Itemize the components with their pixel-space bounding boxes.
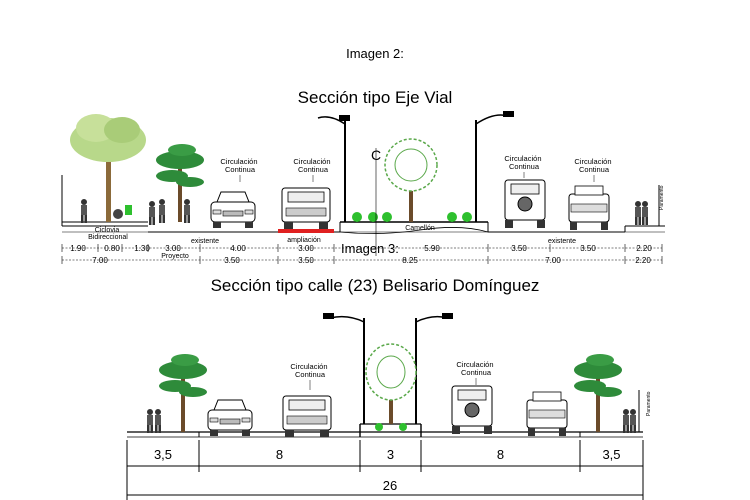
lamp-post-right xyxy=(475,111,514,222)
ampliacion-strip xyxy=(278,229,334,233)
lamp-post-left xyxy=(323,313,365,424)
proyecto-label: Proyecto xyxy=(161,253,189,260)
person-icon xyxy=(630,409,636,433)
dimension-label: 8 xyxy=(497,447,504,462)
section-2-drawing: Paramento Circulación Continua C xyxy=(126,313,652,500)
dimension-label: 8.25 xyxy=(402,256,418,265)
dimension-label: 8 xyxy=(276,447,283,462)
cyclist-icon xyxy=(113,209,123,219)
section-1-title: Sección tipo Eje Vial xyxy=(297,88,453,107)
lane-label: Circulación Continua xyxy=(574,157,613,174)
total-width-label: 26 xyxy=(383,478,397,493)
image-3-label: Imagen 3: xyxy=(341,241,399,256)
person-icon xyxy=(149,201,155,225)
dimension-label: 1.90 xyxy=(70,244,86,253)
dimension-label: 5.90 xyxy=(424,244,440,253)
tree-light-left xyxy=(70,114,146,222)
tree-umbrella-right xyxy=(574,354,622,432)
dimension-row-top: 1.90 0.80 1.30 3.00 4.00 3.00 5.90 3.50 3.50 2.20 xyxy=(61,244,663,253)
person-icon xyxy=(623,409,629,433)
dimension-label: 7.00 xyxy=(92,256,108,265)
ciclovia-label: Ciclovia Bidireccional xyxy=(88,227,128,241)
lamp-post-right xyxy=(415,313,453,424)
dimension-label: 1.30 xyxy=(134,244,150,253)
median-tree xyxy=(365,343,417,431)
median-shrubs xyxy=(352,212,472,222)
existente-right-label: existente xyxy=(548,238,576,245)
ampliacion-label: ampliación xyxy=(287,237,321,244)
pickup-icon xyxy=(568,185,610,231)
paramento-label: Paramento xyxy=(646,391,652,416)
section-1-drawing: C Paramento Circulación Continua Circula… xyxy=(61,111,665,265)
dimension-label: 2.20 xyxy=(635,256,651,265)
lane-label: Circulación Continua xyxy=(290,362,329,379)
person-icon xyxy=(147,409,153,433)
truck-icon xyxy=(282,395,332,438)
camellon-label: Camellón xyxy=(405,225,435,232)
person-icon xyxy=(155,409,161,433)
tree-umbrella-left xyxy=(159,354,207,432)
dimension-label: 3 xyxy=(387,447,394,462)
lane-label: Circulación Continua xyxy=(504,154,543,171)
person-icon xyxy=(159,199,165,223)
dimension-row-bottom: 7.00 3.50 3.50 8.25 7.00 2.20 xyxy=(61,256,663,265)
dimension-label: 3.00 xyxy=(165,244,181,253)
car-icon xyxy=(210,191,256,229)
person-icon xyxy=(642,201,648,225)
dimension-label: 3.50 xyxy=(580,244,596,253)
dimension-label: 7.00 xyxy=(545,256,561,265)
dimension-label: 0.80 xyxy=(104,244,120,253)
dimension-label: 3.50 xyxy=(298,256,314,265)
dimension-label: 3.00 xyxy=(298,244,314,253)
dimension-label: 3,5 xyxy=(602,447,620,462)
lane-label: Circulación Continua xyxy=(456,360,495,377)
lane-label: Circulación Continua xyxy=(293,157,332,174)
person-icon xyxy=(635,201,641,225)
lane-label: Circulación Continua xyxy=(220,157,259,174)
pickup-icon xyxy=(526,391,568,437)
median-tree xyxy=(384,138,438,222)
jeep-icon xyxy=(451,385,493,435)
image-2-label: Imagen 2: xyxy=(346,46,404,61)
dimension-label: 2.20 xyxy=(636,244,652,253)
jeep-icon xyxy=(504,179,546,229)
paramento-label: Paramento xyxy=(659,185,665,210)
dimension-label: 3.50 xyxy=(224,256,240,265)
existente-left-label: existente xyxy=(191,238,219,245)
dimension-label: 4.00 xyxy=(230,244,246,253)
car-icon xyxy=(207,399,253,437)
truck-icon xyxy=(281,187,331,230)
lamp-post-left xyxy=(317,115,350,222)
section-2-title: Sección tipo calle (23) Belisario Domíng… xyxy=(210,276,540,295)
person-icon xyxy=(81,199,87,223)
dimension-label: 3.50 xyxy=(511,244,527,253)
dimension-label: 3,5 xyxy=(154,447,172,462)
section-2-dimensions: 3,5 8 3 8 3,5 xyxy=(126,440,644,500)
person-icon xyxy=(184,199,190,223)
